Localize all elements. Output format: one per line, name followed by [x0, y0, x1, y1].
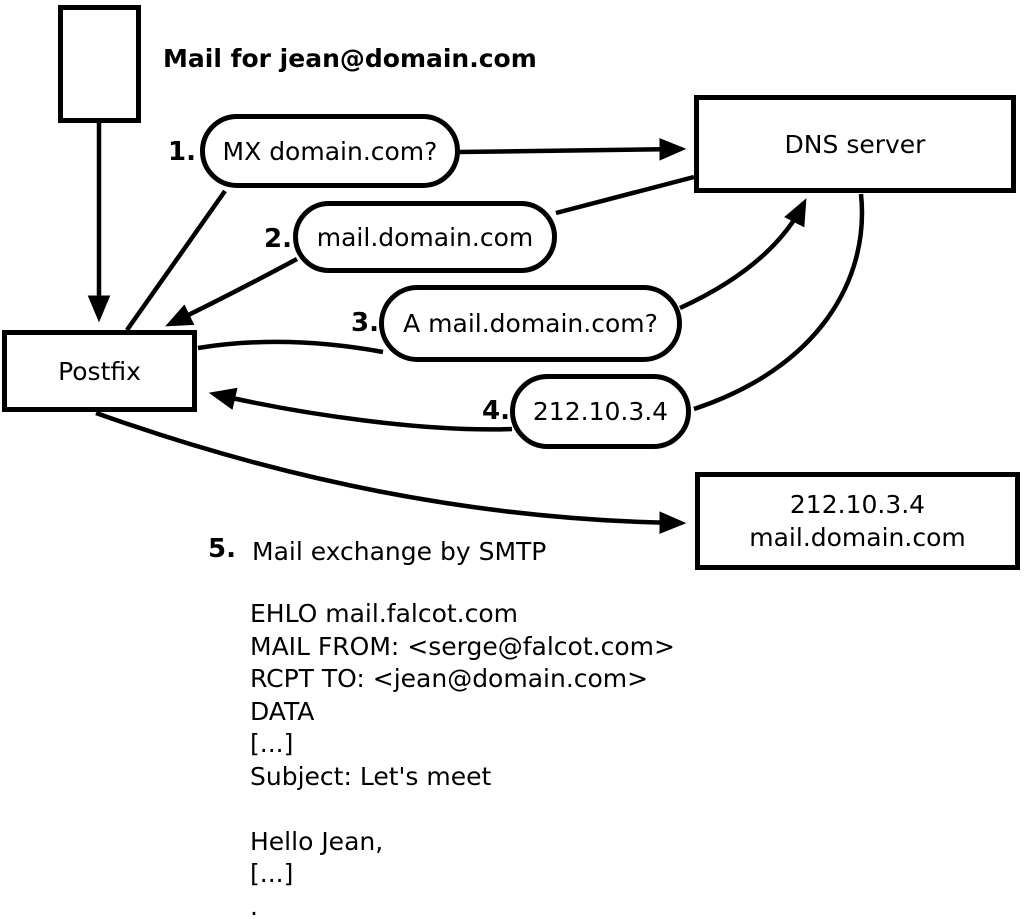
- step-4-number: 4.: [482, 396, 510, 426]
- smtp-line-ellipsis-1: [...]: [250, 729, 294, 758]
- step-1-message-mx-query: MX domain.com?: [200, 114, 460, 188]
- step-1-label: MX domain.com?: [222, 136, 438, 166]
- smtp-line-subject: Subject: Let's meet: [250, 761, 492, 791]
- dns-server-node: DNS server: [694, 95, 1016, 193]
- smtp-line-ehlo: EHLO mail.falcot.com: [250, 599, 519, 628]
- mail-server-hostname: mail.domain.com: [749, 523, 966, 552]
- line-postfix-to-query1: [125, 189, 227, 332]
- postfix-label: Postfix: [58, 356, 141, 386]
- arrow-reply2-to-postfix: [165, 257, 299, 327]
- arrow-postfix-to-mailserver: [95, 410, 687, 535]
- smtp-line-data: DATA: [250, 696, 315, 726]
- line-dns-to-reply4: [693, 193, 865, 412]
- arrow-query1-to-dns: [458, 137, 687, 161]
- step-3-number: 3.: [351, 308, 379, 338]
- mail-server-node: 212.10.3.4 mail.domain.com: [695, 472, 1020, 570]
- arrow-reply4-to-postfix: [208, 387, 513, 432]
- step-1-number: 1.: [168, 137, 196, 167]
- line-postfix-to-query3: [197, 339, 384, 355]
- line-dns-to-reply2: [555, 174, 695, 216]
- step-3-message-a-query: A mail.domain.com?: [379, 285, 682, 362]
- step-4-label: 212.10.3.4: [532, 397, 669, 426]
- smtp-line-ellipsis-2: [...]: [250, 859, 294, 888]
- step-4-message-a-reply: 212.10.3.4: [510, 374, 691, 449]
- step-2-message-mx-reply: mail.domain.com: [293, 201, 557, 273]
- dns-server-label: DNS server: [784, 129, 926, 159]
- step-3-label: A mail.domain.com?: [403, 309, 658, 338]
- step-2-number: 2.: [264, 224, 292, 254]
- step-5-label: Mail exchange by SMTP: [252, 537, 547, 566]
- mail-message-box: [58, 5, 141, 123]
- smtp-line-terminator: .: [250, 891, 258, 919]
- smtp-line-greeting: Hello Jean,: [250, 826, 384, 856]
- arrow-query3-to-dns: [679, 198, 807, 311]
- smtp-session-transcript: EHLO mail.falcot.com MAIL FROM: <serge@f…: [250, 598, 675, 919]
- smtp-line-mail-from: MAIL FROM: <serge@falcot.com>: [250, 631, 675, 661]
- step-5-number: 5.: [208, 534, 236, 564]
- postfix-node: Postfix: [2, 330, 197, 412]
- mail-server-ip: 212.10.3.4: [789, 490, 926, 519]
- mail-for-label: Mail for jean@domain.com: [163, 44, 537, 73]
- step-2-label: mail.domain.com: [316, 222, 534, 252]
- smtp-line-rcpt-to: RCPT TO: <jean@domain.com>: [250, 664, 649, 693]
- smtp-line-blank: [250, 793, 675, 826]
